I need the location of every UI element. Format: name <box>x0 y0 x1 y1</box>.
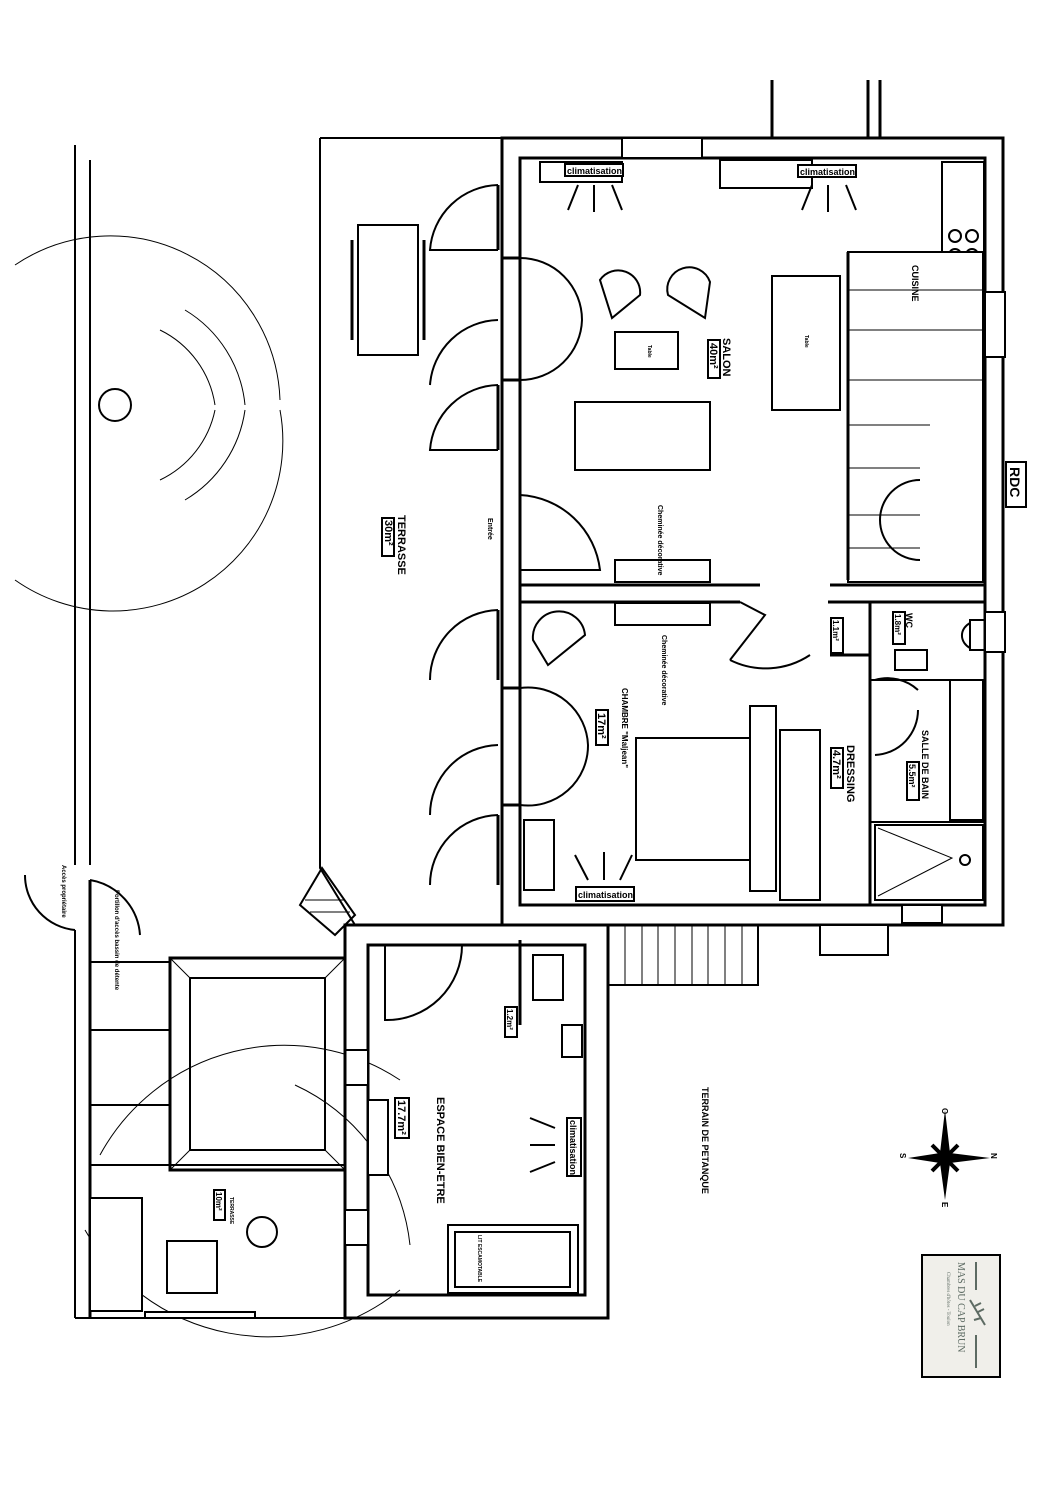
logo-title: MAS DU CAP BRUN <box>955 1262 966 1352</box>
area-chambre: 17m² <box>595 713 607 739</box>
climatisation-label: climatisation <box>567 166 622 176</box>
climatisation-label: climatisation <box>568 1120 578 1175</box>
portillon-label: Portillon d'accès bassin de détente <box>113 890 119 991</box>
climatisation-label: climatisation <box>800 167 855 177</box>
compass-e: E <box>940 1202 949 1208</box>
room-label-espace-bien-etre: ESPACE BIEN-ETRE <box>434 1097 446 1204</box>
level-label: RDC <box>1007 467 1023 497</box>
area-terrasse-basse: 10m² <box>214 1192 223 1211</box>
room-label-entree: Entrée <box>486 518 493 540</box>
outside-stairs <box>607 924 759 986</box>
climatisation-units: climatisation climatisation climatisatio… <box>529 163 857 1177</box>
room-label-chambre: CHAMBRE "Maljean" <box>620 688 629 768</box>
table-label: Table <box>803 335 809 348</box>
level-badge: RDC <box>1005 461 1027 508</box>
area-wc: 1.8m² <box>893 614 902 635</box>
area-wc-bien-etre: 1.2m² <box>505 1009 514 1030</box>
lit-label: LIT ESCAMOTABLE <box>476 1235 482 1283</box>
olive-branch-icon <box>969 1299 986 1326</box>
room-label-salon: SALON <box>720 338 732 377</box>
climatisation-label: climatisation <box>578 890 633 900</box>
area-sdb: 5.5m² <box>907 764 917 788</box>
room-label-wc: WC <box>904 613 914 628</box>
room-label-cuisine: CUISINE <box>910 265 920 302</box>
compass-s: S <box>898 1153 907 1159</box>
area-terrasse: 30m² <box>382 520 394 546</box>
area-espace-bien-etre: 17.7m² <box>395 1100 407 1135</box>
terrain-label: TERRAIN DE PETANQUE <box>700 1087 710 1194</box>
table-label: Table <box>646 345 652 358</box>
compass-rose-icon: O N S E <box>898 1108 998 1208</box>
room-label-terrasse: TERRASSE <box>395 515 407 575</box>
garden-arcs <box>14 235 411 1338</box>
room-label-sdb: SALLE DE BAIN <box>920 730 930 799</box>
compass-o: O <box>940 1108 949 1114</box>
compass-n: N <box>989 1153 998 1159</box>
room-label-dressing: DRESSING <box>844 745 856 802</box>
acces-label: Accès propriétaire <box>60 865 66 918</box>
cheminee-label: Cheminée décorative <box>656 505 663 576</box>
logo-subtitle: Chambres d'hôtes - Toulon <box>945 1272 950 1326</box>
room-label-terrasse-basse: TERRASSE <box>228 1197 234 1225</box>
logo: MAS DU CAP BRUN Chambres d'hôtes - Toulo… <box>921 1254 1001 1378</box>
area-salon: 40m² <box>707 343 719 369</box>
cheminee-label: Cheminée décorative <box>660 635 667 706</box>
pool <box>89 956 347 1319</box>
terrace <box>298 137 502 937</box>
area-degagement: 1.1m² <box>831 620 840 641</box>
area-dressing: 4.7m² <box>830 750 842 779</box>
main-house <box>428 80 1006 956</box>
